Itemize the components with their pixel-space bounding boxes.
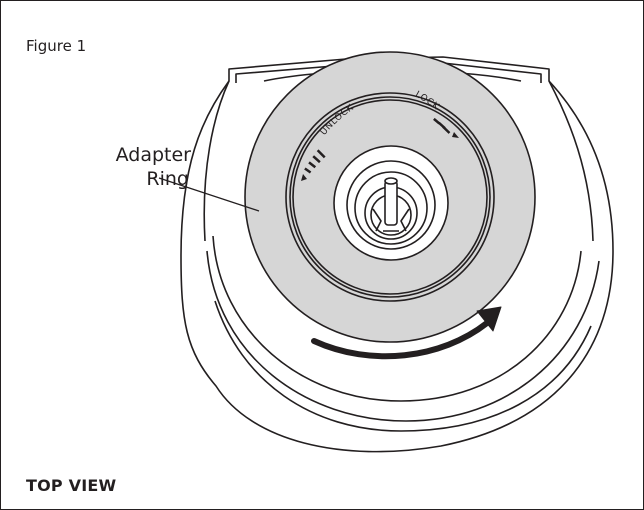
callout-leader-line <box>158 177 260 212</box>
unlock-bar-2 <box>308 161 317 169</box>
drive-shaft <box>384 180 398 226</box>
dial-plate-ridge <box>292 99 488 295</box>
skirt-curve-2 <box>206 250 600 422</box>
lock-arrow-mark <box>452 132 459 138</box>
callout-line-2: Ring <box>146 168 189 190</box>
lock-bar-3 <box>442 125 451 134</box>
center-hub-inner <box>354 171 428 245</box>
drive-shaft-top <box>384 177 398 185</box>
view-label: TOP VIEW <box>26 476 117 495</box>
rotation-arrow-shaft <box>311 320 490 360</box>
unlock-bar-3 <box>312 155 321 164</box>
coupling-teeth <box>372 208 410 232</box>
unlock-arrow-mark <box>301 174 307 181</box>
unlock-bar-1 <box>304 167 312 174</box>
unlock-bar-4 <box>316 149 326 159</box>
callout-line-1: Adapter <box>115 144 191 166</box>
rotation-arrow-head <box>476 306 502 332</box>
body-left-contour <box>203 80 230 242</box>
adapter-ring-inner-edge <box>285 92 495 302</box>
figure-label: Figure 1 <box>26 37 87 55</box>
adapter-ring-callout: Adapter Ring <box>51 143 191 191</box>
body-right-contour <box>548 80 594 242</box>
skirt-curve-1 <box>212 235 582 402</box>
lock-bar-1 <box>433 117 441 125</box>
skirt-curve-3 <box>214 300 592 432</box>
